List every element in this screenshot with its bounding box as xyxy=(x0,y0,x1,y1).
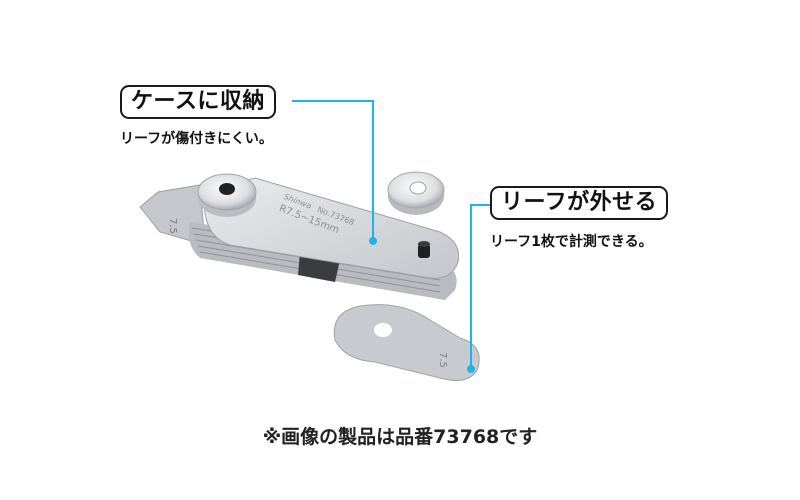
left-leaf: 7.5 xyxy=(139,184,206,246)
connector-lines xyxy=(292,100,490,369)
screw-post xyxy=(418,241,430,258)
callout-title-case-storage: ケースに収納 xyxy=(120,85,276,119)
case-plate xyxy=(203,177,460,279)
connector-line-leaf xyxy=(470,204,490,369)
knob-on-case xyxy=(197,173,257,217)
detached-knob xyxy=(387,171,445,215)
detached-leaf: 7.5 xyxy=(333,304,480,381)
connector-dot-case xyxy=(369,237,377,245)
svg-text:7.5: 7.5 xyxy=(167,218,178,234)
connector-line-case xyxy=(292,100,374,240)
product-number-note: ※画像の製品は品番73768です xyxy=(262,426,538,448)
connector-dot-leaf xyxy=(467,365,475,373)
callout-title-removable-leaf: リーフが外せる xyxy=(490,186,669,220)
svg-text:7.5: 7.5 xyxy=(437,352,448,368)
callout-subtitle-removable-leaf: リーフ1枚で計測できる。 xyxy=(490,234,653,250)
callout-subtitle-case-storage: リーフが傷付きにくい。 xyxy=(120,131,273,147)
